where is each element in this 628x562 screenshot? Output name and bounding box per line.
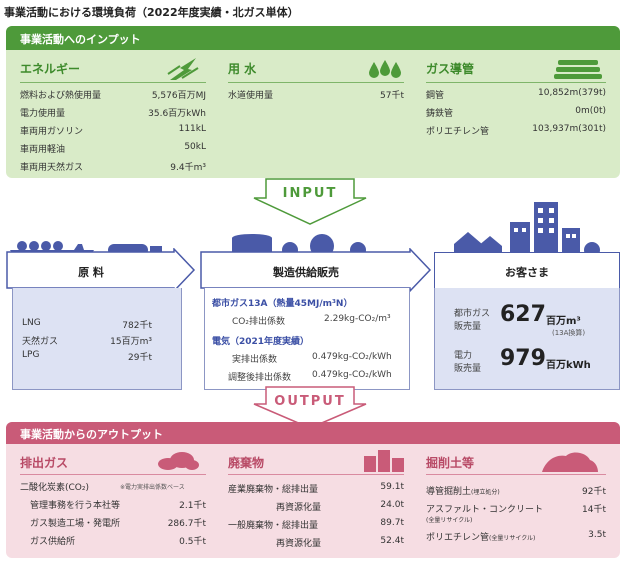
output-panel: 事業活動からのアウトプット 排出ガス 二酸化炭素(CO₂) ※電力実排出係数ベー… <box>6 422 620 558</box>
gas-co2-label: CO₂排出係数 <box>232 317 285 327</box>
input-arrow <box>253 178 367 225</box>
elec-adjusted-label: 調整後排出係数 <box>228 373 292 383</box>
elec-spec-title: 電気（2021年度実績） <box>212 337 310 347</box>
waste-bins-icon <box>364 450 404 472</box>
smoke-icon <box>158 452 199 470</box>
soil-divider <box>426 474 606 475</box>
customer-elec-label: 電力販売量 <box>454 351 482 374</box>
raw-heading: 原 料 <box>78 266 104 279</box>
elec-factor-value: 0.479kg-CO₂/kWh <box>312 352 392 362</box>
soil-mound-icon <box>542 452 598 472</box>
input-header: 事業活動へのインプット <box>6 26 620 50</box>
customer-heading: お客さま <box>505 266 549 279</box>
gas-co2-value: 2.29kg-CO₂/m³ <box>324 314 391 324</box>
customer-elec-unit: 百万kWh <box>546 360 591 371</box>
page-title: 事業活動における環境負荷（2022年度実績・北ガス単体） <box>4 6 299 19</box>
customer-gas-note: (13A換算) <box>552 329 586 337</box>
pipe-divider <box>426 82 606 83</box>
soil-row: アスファルト・コンクリート(全量リサイクル)14千t <box>426 505 606 524</box>
pipe-heading: ガス導管 <box>426 62 475 76</box>
output-header: 事業活動からのアウトプット <box>6 422 620 444</box>
customer-gas-value: 627 <box>500 302 546 327</box>
customer-gas-label: 都市ガス販売量 <box>454 309 491 332</box>
lightning-icon <box>167 58 199 80</box>
waste-heading: 廃棄物 <box>228 456 265 470</box>
energy-divider <box>20 82 206 83</box>
input-arrow-label: INPUT <box>282 186 338 201</box>
customer-box <box>434 288 620 390</box>
emission-heading: 排出ガス <box>20 456 69 470</box>
energy-heading: エネルギー <box>20 62 81 76</box>
pipes-icon <box>554 60 602 79</box>
supply-box <box>204 288 410 390</box>
customer-elec-value: 979 <box>500 346 546 371</box>
raw-box <box>12 288 182 390</box>
elec-factor-label: 実排出係数 <box>232 355 278 365</box>
customer-header-box <box>434 252 620 288</box>
waste-divider <box>228 474 404 475</box>
customer-gas-unit: 百万m³ <box>546 316 581 327</box>
soil-row: 導管掘削土(埋立処分)92千t <box>426 487 606 497</box>
supply-heading: 製造供給販売 <box>273 266 339 279</box>
output-arrow-label: OUTPUT <box>274 394 346 409</box>
water-divider <box>228 82 404 83</box>
soil-heading: 掘削土等 <box>426 456 475 470</box>
elec-adjusted-value: 0.479kg-CO₂/kWh <box>312 370 392 380</box>
water-heading: 用 水 <box>228 62 257 76</box>
gas-spec-title: 都市ガス13A（熱量45MJ/m³N） <box>212 299 353 309</box>
output-arrow <box>253 386 367 429</box>
emission-divider <box>20 474 206 475</box>
co2-note: ※電力実排出係数ベース <box>120 484 185 491</box>
soil-row: ポリエチレン管(全量リサイクル)3.5t <box>426 530 606 543</box>
co2-label: 二酸化炭素(CO₂) <box>20 483 89 493</box>
water-drop-icon <box>369 60 401 78</box>
